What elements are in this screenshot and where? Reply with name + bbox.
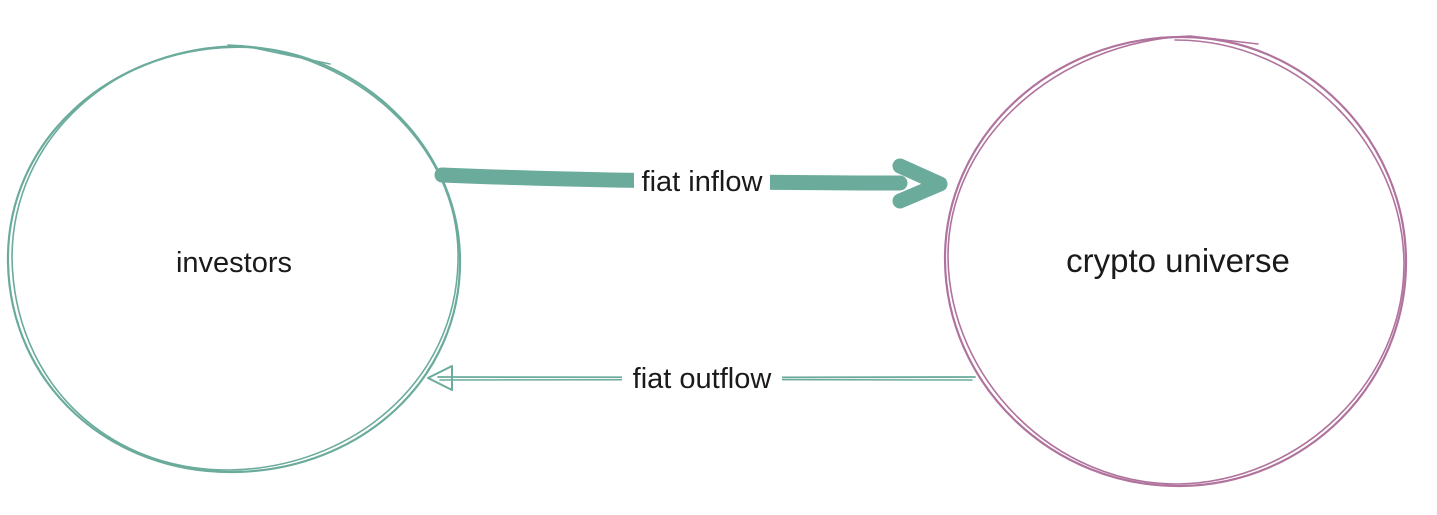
crypto-universe-label: crypto universe	[1066, 242, 1290, 279]
crypto-universe-node-outline	[943, 35, 1408, 488]
investors-node[interactable]: investors	[6, 44, 462, 474]
investors-label: investors	[176, 247, 292, 279]
investors-node-outline	[6, 45, 462, 474]
fiat-outflow-label-bg	[622, 360, 782, 396]
crypto-universe-node[interactable]: crypto universe	[943, 35, 1408, 488]
fiat-inflow-label-bg	[634, 162, 770, 200]
fiat-inflow-label: fiat inflow	[642, 166, 764, 198]
fiat-inflow-edge[interactable]: fiat inflow	[434, 158, 948, 209]
crypto-universe-node-outline-pass2	[947, 35, 1405, 485]
fiat-inflow-arrowhead	[892, 158, 948, 209]
investors-node-outline-pass2	[11, 44, 459, 471]
fiat-outflow-arrowhead	[427, 365, 453, 391]
fiat-outflow-edge[interactable]: fiat outflow	[427, 360, 976, 396]
fiat-outflow-label: fiat outflow	[633, 363, 773, 395]
